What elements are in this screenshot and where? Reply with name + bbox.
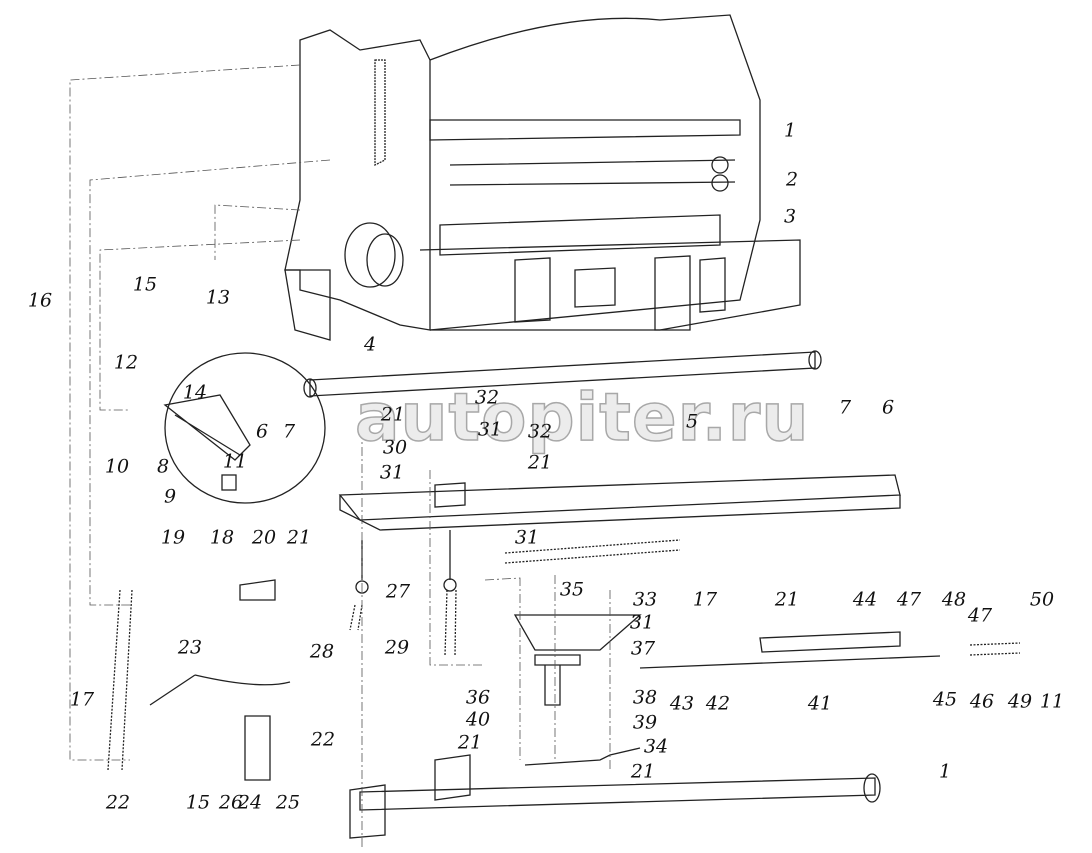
part-label: 5 — [685, 410, 699, 433]
assembly-lines — [69, 64, 611, 850]
part-label: 30 — [382, 436, 408, 459]
part-label: 47 — [967, 604, 993, 627]
part-label: 20 — [251, 526, 277, 549]
part-label: 26 — [218, 791, 244, 814]
part-label: 31 — [514, 526, 540, 549]
part-label: 21 — [286, 526, 312, 549]
springs — [107, 539, 1021, 771]
part-9 — [221, 474, 237, 491]
part-label: 37 — [630, 637, 656, 660]
part-label: 45 — [932, 688, 958, 711]
part-label: 6 — [881, 396, 895, 419]
part-label: 28 — [309, 640, 335, 663]
part-label: 10 — [104, 455, 130, 478]
part-label: 3 — [783, 205, 797, 228]
part-label: 14 — [182, 381, 208, 404]
part-label: 41 — [807, 692, 833, 715]
part-label: 13 — [205, 286, 231, 309]
part-label: 24 — [237, 791, 263, 814]
part-label: 46 — [969, 690, 995, 713]
part-label: 9 — [163, 485, 177, 508]
part-label: 11 — [222, 450, 248, 473]
part-label: 6 — [255, 420, 269, 443]
detail-callout — [164, 352, 326, 504]
lever-8 — [163, 394, 251, 461]
part-label: 39 — [632, 711, 658, 734]
part-label: 32 — [474, 386, 500, 409]
part-label: 18 — [209, 526, 235, 549]
part-label: 35 — [559, 578, 585, 601]
part-label: 47 — [896, 588, 922, 611]
part-label: 31 — [477, 418, 503, 441]
part-label: 23 — [177, 636, 203, 659]
part-label: 29 — [384, 636, 410, 659]
part-label: 2 — [785, 168, 799, 191]
shaft-5 — [303, 350, 822, 398]
part-label: 48 — [941, 588, 967, 611]
part-label: 34 — [643, 735, 669, 758]
part-label: 12 — [113, 351, 139, 374]
watermark: autopiter.ru — [354, 379, 810, 456]
part-label: 21 — [380, 403, 406, 426]
part-label: 7 — [282, 420, 296, 443]
part-label: 17 — [692, 588, 718, 611]
part-label: 1 — [783, 119, 797, 142]
shaft-1 — [349, 754, 881, 839]
part-label: 27 — [385, 580, 411, 603]
part-label: 31 — [629, 611, 655, 634]
part-label: 25 — [275, 791, 301, 814]
part-label: 17 — [69, 688, 95, 711]
machine-frame — [284, 14, 801, 341]
part-label: 42 — [705, 692, 731, 715]
part-label: 21 — [457, 731, 483, 754]
part-label: 7 — [838, 396, 852, 419]
part-label: 21 — [527, 451, 553, 474]
part-label: 31 — [379, 461, 405, 484]
part-label: 16 — [27, 289, 53, 312]
part-label: 44 — [852, 588, 878, 611]
part-label: 22 — [105, 791, 131, 814]
part-label: 40 — [465, 708, 491, 731]
part-label: 43 — [669, 692, 695, 715]
part-label: 1 — [938, 760, 952, 783]
cross-beam — [338, 474, 901, 531]
part-label: 19 — [160, 526, 186, 549]
part-label: 38 — [632, 686, 658, 709]
part-label: 15 — [132, 273, 158, 296]
part-label: 32 — [527, 420, 553, 443]
part-label: 11 — [1039, 690, 1065, 713]
part-label: 33 — [632, 588, 658, 611]
part-label: 21 — [630, 760, 656, 783]
rods — [149, 530, 941, 781]
part-label: 15 — [185, 791, 211, 814]
part-label: 22 — [310, 728, 336, 751]
part-label: 36 — [465, 686, 491, 709]
part-label: 8 — [156, 455, 170, 478]
part-label: 49 — [1007, 690, 1033, 713]
part-label: 4 — [363, 333, 377, 356]
part-label: 50 — [1029, 588, 1055, 611]
part-label: 21 — [774, 588, 800, 611]
